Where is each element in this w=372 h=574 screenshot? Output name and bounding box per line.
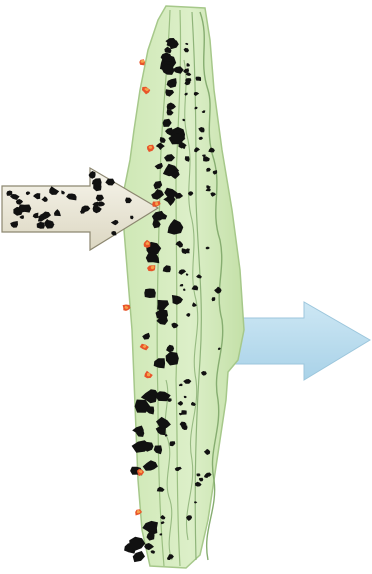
filter-particle	[181, 410, 186, 415]
filter-particle	[184, 396, 187, 398]
layered-filter-media	[124, 6, 244, 568]
orange-particle-highlight	[147, 373, 150, 377]
inlet-particle	[6, 191, 12, 196]
filter-body	[124, 6, 244, 568]
filter-particle	[144, 289, 156, 299]
filter-particle	[196, 77, 202, 81]
inlet-particle	[18, 204, 31, 212]
